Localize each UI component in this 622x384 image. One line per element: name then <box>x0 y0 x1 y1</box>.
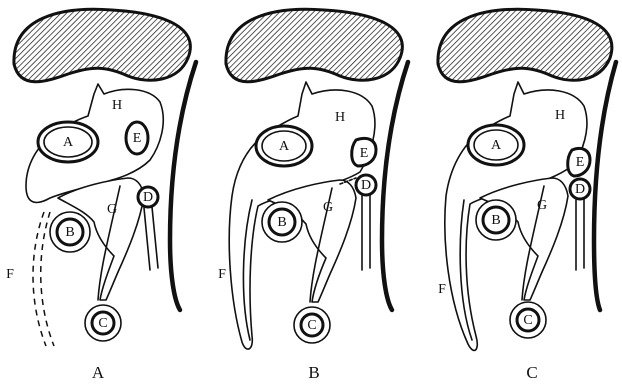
label-f: F <box>6 267 14 282</box>
body-wall <box>170 62 196 310</box>
label-g: G <box>323 200 333 215</box>
label-h: H <box>112 98 122 113</box>
panel-a: A E D B G H C F A <box>6 9 196 382</box>
caption-c: C <box>526 363 537 382</box>
label-d: D <box>575 182 585 197</box>
label-a: A <box>491 138 502 153</box>
hatched-organ <box>438 9 612 81</box>
label-b: B <box>277 215 286 230</box>
label-f: F <box>438 282 446 297</box>
label-c: C <box>307 318 316 333</box>
panel-b: A E D B G H C F B <box>218 9 408 382</box>
label-d: D <box>361 178 371 193</box>
hatched-organ <box>14 9 190 81</box>
label-c: C <box>523 313 532 328</box>
label-a: A <box>279 139 290 154</box>
hatched-organ <box>226 9 402 81</box>
label-a: A <box>63 135 74 150</box>
body-wall <box>594 62 616 310</box>
label-e: E <box>576 155 585 170</box>
caption-b: B <box>308 363 319 382</box>
label-g: G <box>107 202 117 217</box>
label-d: D <box>143 190 153 205</box>
label-e: E <box>133 131 142 146</box>
label-g: G <box>537 198 547 213</box>
panel-c: A E D B G H C F C <box>438 9 616 382</box>
label-c: C <box>98 316 107 331</box>
label-e: E <box>360 146 369 161</box>
label-h: H <box>335 110 345 125</box>
label-b: B <box>65 225 74 240</box>
label-b: B <box>491 213 500 228</box>
body-wall <box>382 62 408 310</box>
caption-a: A <box>92 363 105 382</box>
label-f: F <box>218 267 226 282</box>
label-h: H <box>555 108 565 123</box>
structure-f-dashed <box>33 212 46 346</box>
